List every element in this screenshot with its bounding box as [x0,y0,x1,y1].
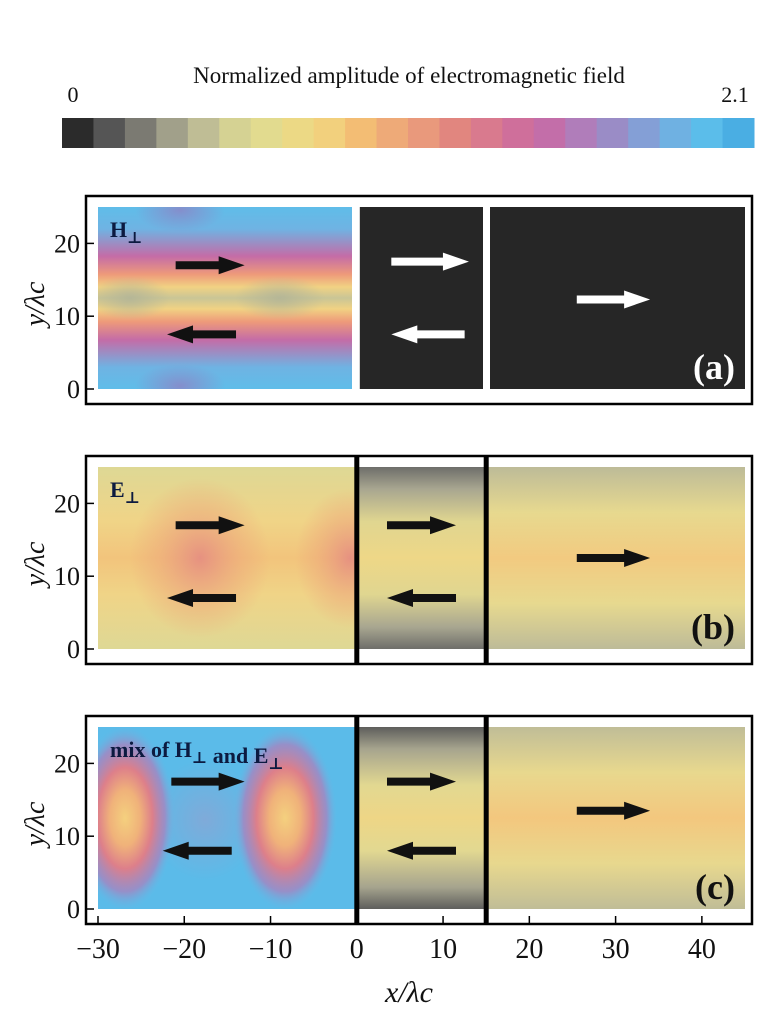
panel-overlay-b: 0 10 20y/λc E⊥ (b) [20,454,754,666]
panel-a-spot [235,276,325,320]
panel-label: (b) [691,607,735,647]
colorbar-cell [282,118,315,148]
propagation-arrow [576,801,651,820]
panel-c-middle-region [358,727,486,909]
panel-b [98,467,745,649]
propagation-arrow [167,325,237,344]
y-tick-label: 0 [67,635,80,664]
colorbar-cell [124,118,157,148]
propagation-arrow [576,549,651,567]
colorbar-cell [659,118,692,148]
colorbar-cell [533,118,566,148]
panel-b-middle-region [358,467,486,649]
colorbar-max-label: 2.1 [721,82,749,107]
propagation-arrow [386,589,457,608]
overlay: 01020y/λcH⊥(a)01020y/λcE⊥(b)01020y/λc−30… [20,194,754,1009]
panel-a-lobe [135,364,225,389]
x-tick-label: −10 [249,934,293,965]
colorbar-cell [439,118,472,148]
panel-a-spot [98,276,170,320]
colorbar-cell [187,118,220,148]
panel-a [98,207,745,389]
colorbar-cell [156,118,189,148]
panel-a-middle-region [358,207,483,389]
y-tick-label: 10 [54,302,80,331]
colorbar-cell [596,118,629,148]
propagation-arrow [386,772,457,791]
panel-frame [84,454,754,666]
y-tick-label: 0 [67,375,80,404]
propagation-arrow [391,252,469,271]
panel-c-heatmap [98,727,745,909]
propagation-arrow [391,325,465,344]
propagation-arrow [386,516,457,535]
propagation-arrow [171,772,245,791]
y-tick-label: 10 [54,562,80,591]
y-tick-label: 20 [54,489,80,518]
y-tick-label: 20 [54,229,80,258]
panel-b-heatmap [98,467,745,649]
panel-frame [84,714,754,926]
panel-c [98,727,745,909]
panel-c-right-region [486,727,745,909]
colorbar-cell [470,118,503,148]
x-axis-label: x/λc [384,976,433,1009]
region-boundary [483,207,490,389]
colorbar-cell [313,118,346,148]
x-tick-label: 40 [688,934,716,965]
colorbar-cell [250,118,283,148]
x-tick-label: −30 [76,934,120,965]
y-axis-label: y/λc [20,281,51,329]
panel-frame [84,194,754,406]
panel-overlay-a: 0 10 20y/λc H⊥ (a) [20,194,754,406]
colorbar-title: Normalized amplitude of electromagnetic … [193,63,625,88]
field-label: H⊥ [110,217,142,247]
region-boundary [353,207,360,389]
x-tick-label: 0 [350,934,364,965]
panel-c-blob [233,727,337,909]
colorbar-cell [722,118,755,148]
y-tick-label: 20 [54,749,80,778]
x-tick-label: 10 [429,934,457,965]
colorbar-cell [345,118,378,148]
propagation-arrow [175,256,245,275]
propagation-arrow [386,841,457,860]
panel-a-heatmap [98,207,745,389]
colorbar-cells [62,118,755,148]
colorbar-cell [376,118,409,148]
propagation-arrow [162,841,232,860]
y-tick-label: 0 [67,895,80,924]
colorbar-cell [628,118,661,148]
colorbar-cell [502,118,535,148]
field-label: E⊥ [110,477,140,507]
propagation-arrow [175,516,245,535]
propagation-arrow [576,290,651,309]
y-tick-label: 10 [54,822,80,851]
x-tick-label: −20 [162,934,206,965]
propagation-arrow [167,589,237,608]
field-label: mix of H⊥ and E⊥ [110,737,284,773]
y-axis-label: y/λc [20,541,51,589]
colorbar: Normalized amplitude of electromagnetic … [62,63,755,148]
colorbar-min-label: 0 [68,82,79,107]
panel-label: (a) [693,347,735,387]
x-tick-label: 20 [515,934,543,965]
panel-b-blob [130,478,270,638]
panel-c-blob [98,727,175,909]
panel-a-lobe [135,207,225,232]
colorbar-cell [565,118,598,148]
y-axis-label: y/λc [20,801,51,849]
x-tick-label: 30 [602,934,630,965]
colorbar-cell [691,118,724,148]
panel-label: (c) [695,867,735,907]
colorbar-cell [408,118,440,148]
colorbar-cell [93,118,126,148]
colorbar-cell [62,118,94,148]
colorbar-cell [219,118,252,148]
